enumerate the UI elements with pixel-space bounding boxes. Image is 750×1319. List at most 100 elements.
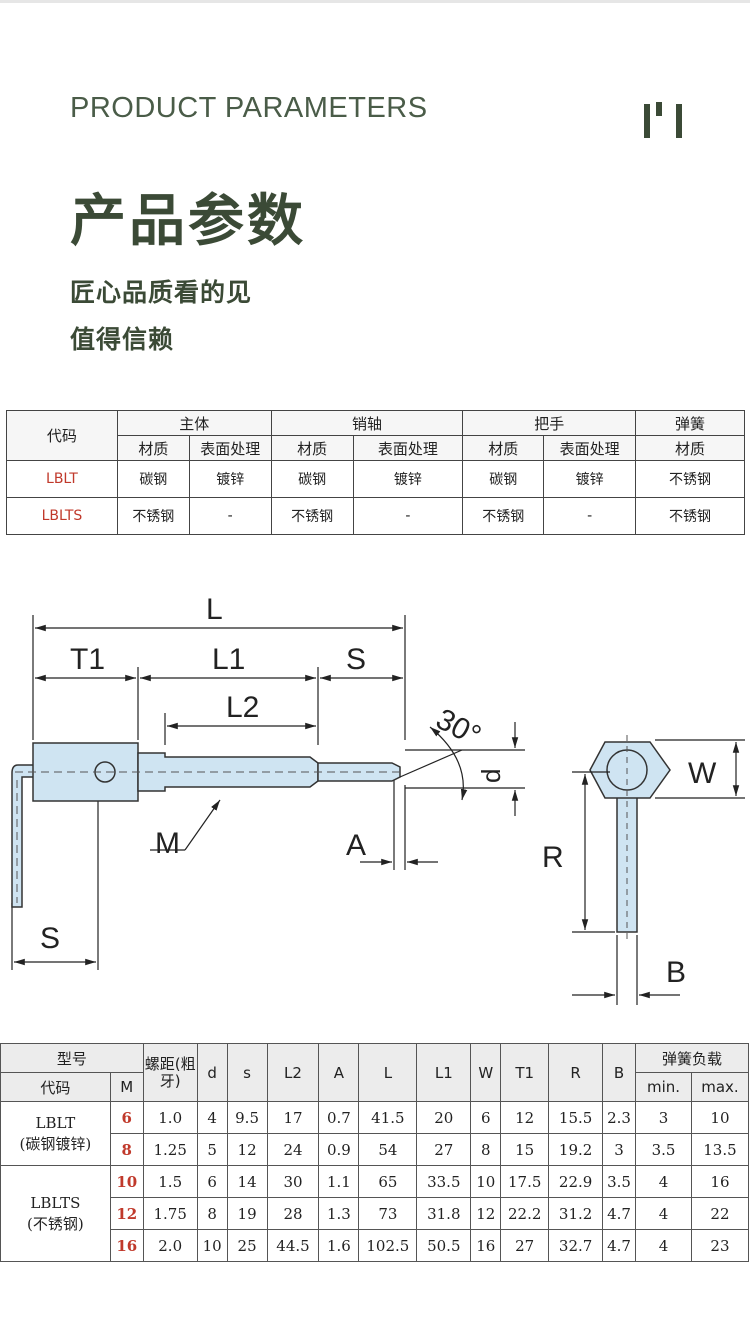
group-note: (不锈钢): [27, 1214, 84, 1233]
cell: 15: [500, 1133, 550, 1166]
group-handle: 把手: [462, 410, 637, 436]
cell: 19: [226, 1197, 268, 1230]
cell: 6: [196, 1165, 228, 1198]
cell: 1.5: [142, 1165, 198, 1198]
cell: 1.0: [142, 1101, 198, 1134]
cell: 镀锌: [188, 460, 272, 498]
cell: 31.2: [548, 1197, 604, 1230]
cell: 0.7: [318, 1101, 360, 1134]
cell: 16: [470, 1229, 502, 1262]
cell: 2.3: [602, 1101, 637, 1134]
header-T1: T1: [500, 1043, 550, 1102]
table-row: LBLTS(不锈钢) 10 1.5 6 14 30 1.1 65 33.5 10…: [0, 1165, 750, 1262]
tagline-primary: 匠心品质看的见: [70, 278, 253, 307]
sub-header: 材质: [116, 435, 190, 461]
table-row: LBLT 碳钢 镀锌 碳钢 镀锌 碳钢 镀锌 不锈钢: [6, 460, 745, 498]
cell: 20: [416, 1101, 472, 1134]
cell: -: [188, 497, 272, 535]
cell: 12: [470, 1197, 502, 1230]
cell: 4.7: [602, 1197, 637, 1230]
cell: 不锈钢: [635, 497, 745, 535]
cell: 3: [602, 1133, 637, 1166]
cell-m: 12: [109, 1197, 144, 1230]
cell: 22: [690, 1197, 750, 1230]
header-model: 型号: [0, 1043, 144, 1073]
cell: -: [543, 497, 637, 535]
cell: 1.6: [318, 1229, 360, 1262]
cell: -: [352, 497, 464, 535]
label-W: W: [688, 757, 717, 790]
group-body: 主体: [116, 410, 272, 436]
cell: 1.1: [318, 1165, 360, 1198]
header-W: W: [470, 1043, 502, 1102]
cell: 28: [266, 1197, 320, 1230]
group-note: (碳钢镀锌): [19, 1134, 92, 1153]
cell: 碳钢: [270, 460, 354, 498]
header-d: d: [196, 1043, 228, 1102]
table-row: LBLTS 不锈钢 - 不锈钢 - 不锈钢 - 不锈钢: [6, 497, 745, 535]
cell: 10: [470, 1165, 502, 1198]
cell: 镀锌: [543, 460, 637, 498]
row-code: LBLT: [6, 460, 118, 498]
cell: 不锈钢: [270, 497, 354, 535]
cell: 54: [358, 1133, 418, 1166]
label-S-handle: S: [40, 922, 60, 955]
header-L2: L2: [266, 1043, 320, 1102]
table-row: 12 1.75 8 19 28 1.3 73 31.8 12 22.2 31.2…: [1, 1197, 750, 1230]
cell: 碳钢: [462, 460, 545, 498]
sub-header: 表面处理: [352, 435, 464, 461]
cell: 22.9: [548, 1165, 604, 1198]
specs-table: 型号 螺距(粗牙) d s L2 A L L1 W T1 R B 弹簧负载 代码…: [0, 1043, 750, 1262]
cell: 30: [266, 1165, 320, 1198]
sub-header: 材质: [635, 435, 745, 461]
tagline-secondary: 值得信赖: [70, 325, 175, 354]
cell: 不锈钢: [462, 497, 545, 535]
top-divider: [0, 0, 750, 3]
cell: 41.5: [358, 1101, 418, 1134]
label-L2: L2: [226, 691, 259, 724]
cell-m: 6: [109, 1101, 144, 1134]
label-T1: T1: [70, 643, 105, 676]
cell: 4: [635, 1165, 692, 1198]
cell: 镀锌: [352, 460, 464, 498]
cell: 5: [196, 1133, 228, 1166]
cell: 8: [470, 1133, 502, 1166]
cell: 25: [226, 1229, 268, 1262]
header-s: s: [226, 1043, 268, 1102]
label-B: B: [666, 956, 686, 989]
dimension-drawing: L T1 L1 S L2 30° d M A S W R B: [11, 593, 745, 1005]
cell: 32.7: [548, 1229, 604, 1262]
cell: 12: [226, 1133, 268, 1166]
cell-m: 16: [109, 1229, 144, 1262]
cell: 3: [635, 1101, 692, 1134]
cell: 4: [196, 1101, 228, 1134]
cell: 8: [196, 1197, 228, 1230]
label-angle: 30°: [431, 703, 487, 753]
cell: 22.2: [500, 1197, 550, 1230]
cell: 不锈钢: [116, 497, 190, 535]
cell: 1.75: [142, 1197, 198, 1230]
group-lblts: LBLTS(不锈钢): [0, 1165, 111, 1262]
group-spring: 弹簧: [635, 410, 745, 436]
sub-header: 材质: [270, 435, 354, 461]
header-spring-load: 弹簧负载: [635, 1043, 749, 1073]
header-B: B: [602, 1043, 637, 1102]
cell-m: 8: [109, 1133, 144, 1166]
table-row: 16 2.0 10 25 44.5 1.6 102.5 50.5 16 27 3…: [1, 1229, 750, 1262]
cell: 44.5: [266, 1229, 320, 1262]
cell: 6: [470, 1101, 502, 1134]
cell: 不锈钢: [635, 460, 745, 498]
header-english-title: PRODUCT PARAMETERS: [70, 92, 428, 124]
sub-header: 表面处理: [543, 435, 637, 461]
group-lblt: LBLT(碳钢镀锌): [0, 1101, 111, 1166]
sub-header: 材质: [462, 435, 545, 461]
cell: 4: [635, 1229, 692, 1262]
label-L: L: [206, 593, 223, 626]
header-L1: L1: [416, 1043, 472, 1102]
header-max: max.: [690, 1072, 750, 1102]
cell: 31.8: [416, 1197, 472, 1230]
cell: 24: [266, 1133, 320, 1166]
cell: 2.0: [142, 1229, 198, 1262]
cell: 16: [690, 1165, 750, 1198]
cell: 15.5: [548, 1101, 604, 1134]
